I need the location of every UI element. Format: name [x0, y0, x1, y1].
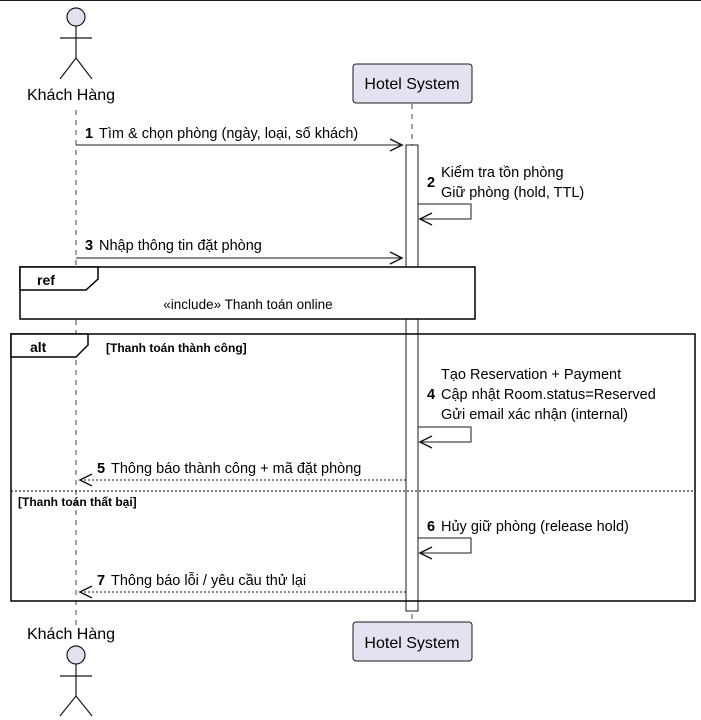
actor-name-customer-bottom: Khách Hàng [27, 626, 115, 643]
actor-name-customer-top: Khách Hàng [27, 87, 115, 104]
message-label-7: Thông báo lỗi / yêu cầu thử lại [111, 572, 306, 589]
ref-text: «include» Thanh toán online [163, 297, 332, 312]
message-label-3: Nhập thông tin đặt phòng [99, 238, 262, 254]
message-label-2a: Kiểm tra tồn phòng [441, 165, 564, 181]
message-7: 7 Thông báo lỗi / yêu cầu thử lại [78, 572, 406, 599]
message-label-4a: Tạo Reservation + Payment [441, 367, 621, 383]
participant-system-bottom: Hotel System [352, 621, 473, 662]
activation-bar [405, 144, 419, 612]
message-number-4: 4 [427, 387, 435, 403]
message-5: 5 Thông báo thành công + mã đặt phòng [78, 461, 406, 487]
ref-tag: ref [37, 272, 55, 288]
message-number-1: 1 [85, 126, 93, 142]
actor-customer-top: Khách Hàng [27, 7, 115, 104]
message-number-3: 3 [85, 238, 93, 254]
alt-guard-success: [Thanh toán thành công] [106, 341, 247, 355]
message-label-5: Thông báo thành công + mã đặt phòng [111, 461, 361, 477]
message-4: 4 Tạo Reservation + Payment Cập nhật Roo… [418, 367, 656, 449]
message-number-7: 7 [97, 573, 105, 589]
ref-fragment: ref «include» Thanh toán online [19, 266, 476, 320]
message-label-1: Tìm & chọn phòng (ngày, loại, số khách) [99, 126, 358, 142]
message-number-6: 6 [427, 519, 435, 535]
message-label-4b: Cập nhật Room.status=Reserved [441, 387, 656, 403]
message-2: 2 Kiểm tra tồn phòng Giữ phòng (hold, TT… [418, 165, 584, 226]
participant-system-top: Hotel System [352, 63, 473, 104]
message-3: 3 Nhập thông tin đặt phòng [76, 238, 404, 265]
alt-tag: alt [30, 339, 47, 355]
participant-name-system-bottom: Hotel System [364, 635, 459, 652]
actor-customer-bottom: Khách Hàng [27, 626, 115, 717]
message-label-4c: Gửi email xác nhận (internal) [441, 407, 628, 423]
message-number-5: 5 [97, 461, 105, 477]
message-number-2: 2 [427, 175, 435, 191]
message-label-2b: Giữ phòng (hold, TTL) [441, 185, 584, 201]
alt-guard-failure: [Thanh toán thất bại] [18, 495, 137, 509]
participant-name-system-top: Hotel System [364, 76, 459, 93]
message-1: 1 Tìm & chọn phòng (ngày, loại, số khách… [76, 126, 404, 152]
alt-fragment: alt [Thanh toán thành công] [Thanh toán … [10, 333, 696, 602]
message-label-6: Hủy giữ phòng (release hold) [441, 519, 629, 535]
message-6: 6 Hủy giữ phòng (release hold) [418, 519, 629, 560]
